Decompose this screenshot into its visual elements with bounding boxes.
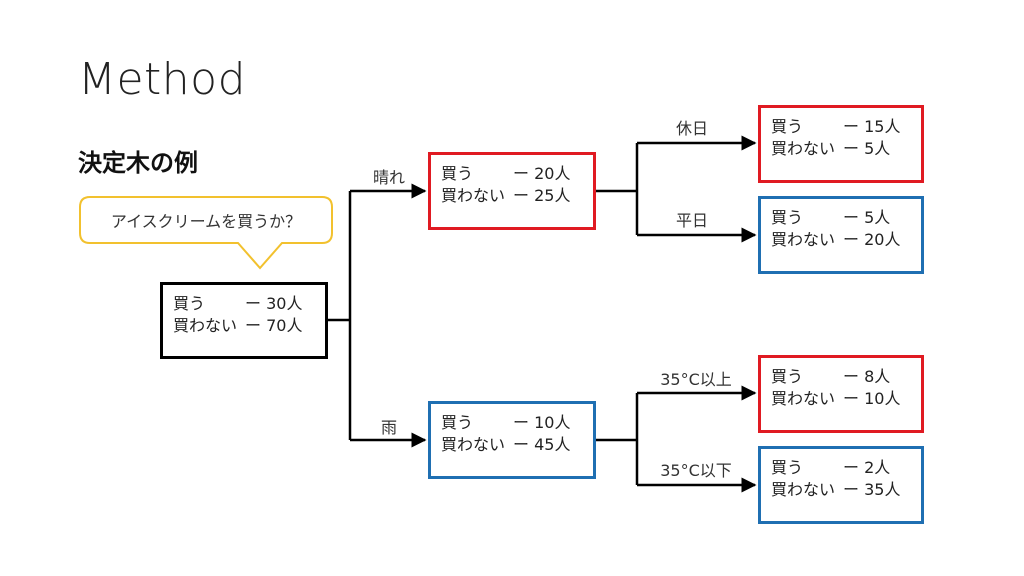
edge-label-weekday: 平日 bbox=[675, 211, 709, 230]
buy-label: 買う bbox=[173, 294, 206, 313]
no-buy-label: 買わない bbox=[771, 230, 836, 249]
no-buy-label: 買わない bbox=[771, 139, 836, 158]
buy-label: 買う bbox=[771, 208, 804, 227]
buy-count: ー 30人 bbox=[245, 294, 303, 313]
buy-count: ー 10人 bbox=[513, 413, 571, 432]
buy-label: 買う bbox=[441, 413, 474, 432]
node-hot: 買う ー 8人 買わないー 10人 bbox=[758, 355, 924, 433]
edge-label-holiday: 休日 bbox=[675, 119, 709, 138]
no-buy-count: ー 25人 bbox=[513, 186, 571, 205]
node-root: 買う ー 30人 買わないー 70人 bbox=[160, 282, 328, 359]
no-buy-label: 買わない bbox=[441, 435, 506, 454]
node-holiday: 買う ー 15人 買わないー 5人 bbox=[758, 105, 924, 183]
buy-label: 買う bbox=[771, 367, 804, 386]
no-buy-count: ー 5人 bbox=[843, 139, 891, 158]
buy-count: ー 5人 bbox=[843, 208, 891, 227]
edge-label-cool: 35°C以下 bbox=[660, 461, 732, 480]
buy-label: 買う bbox=[441, 164, 474, 183]
section-subtitle: 決定木の例 bbox=[78, 149, 198, 177]
callout-question: アイスクリームを買うか？ bbox=[110, 212, 302, 231]
node-rain: 買う ー 10人 買わないー 45人 bbox=[428, 401, 596, 479]
rain-branch bbox=[595, 385, 757, 493]
node-sunny: 買う ー 20人 買わないー 25人 bbox=[428, 152, 596, 230]
no-buy-label: 買わない bbox=[771, 389, 836, 408]
callout-bubble bbox=[79, 196, 333, 270]
buy-label: 買う bbox=[771, 117, 804, 136]
buy-count: ー 2人 bbox=[843, 458, 891, 477]
no-buy-count: ー 10人 bbox=[843, 389, 901, 408]
no-buy-label: 買わない bbox=[441, 186, 506, 205]
page-title: Method bbox=[78, 54, 247, 105]
edge-label-rain: 雨 bbox=[380, 418, 398, 437]
no-buy-label: 買わない bbox=[173, 316, 238, 335]
no-buy-count: ー 70人 bbox=[245, 316, 303, 335]
edge-label-sunny: 晴れ bbox=[372, 168, 406, 187]
sunny-branch bbox=[595, 135, 757, 243]
no-buy-label: 買わない bbox=[771, 480, 836, 499]
buy-count: ー 15人 bbox=[843, 117, 901, 136]
no-buy-count: ー 20人 bbox=[843, 230, 901, 249]
no-buy-count: ー 45人 bbox=[513, 435, 571, 454]
node-weekday: 買う ー 5人 買わないー 20人 bbox=[758, 196, 924, 274]
edge-label-hot: 35°C以上 bbox=[660, 370, 732, 389]
no-buy-count: ー 35人 bbox=[843, 480, 901, 499]
root-branch bbox=[327, 183, 427, 448]
buy-count: ー 8人 bbox=[843, 367, 891, 386]
node-cool: 買う ー 2人 買わないー 35人 bbox=[758, 446, 924, 524]
buy-label: 買う bbox=[771, 458, 804, 477]
buy-count: ー 20人 bbox=[513, 164, 571, 183]
